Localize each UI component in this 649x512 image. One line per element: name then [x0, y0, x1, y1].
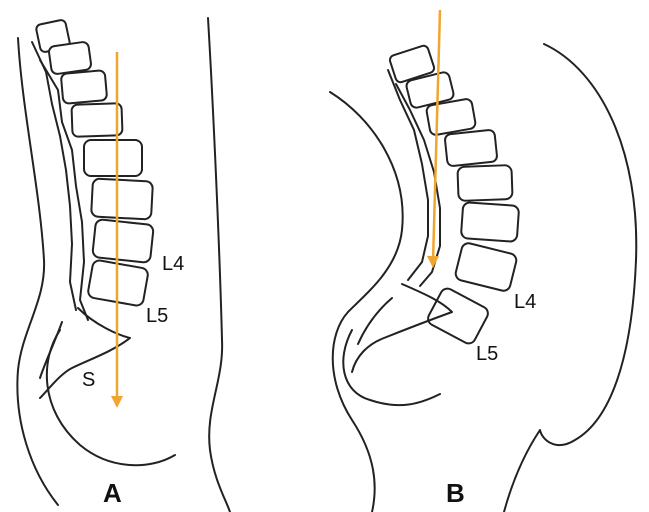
panel-b: L4 L5 B — [330, 10, 636, 512]
panel-a: L4 L5 S A — [17, 18, 230, 512]
panel-b-vertebra — [461, 202, 519, 242]
panel-a-label-l4: L4 — [162, 253, 184, 275]
panel-b-label-l4: L4 — [514, 291, 536, 313]
panel-b-vertebra — [457, 165, 512, 201]
panel-a-vertebral-column — [32, 19, 154, 398]
panel-a-label-s: S — [82, 369, 95, 391]
panel-b-vertebra — [444, 129, 497, 166]
panel-a-vertebra — [71, 103, 122, 137]
panel-a-label-l5: L5 — [146, 305, 168, 327]
panel-b-gluteal-outline — [343, 330, 440, 405]
panel-a-vertebra — [92, 219, 154, 263]
panel-a-vertebra — [48, 41, 92, 74]
panel-a-letter: A — [103, 478, 122, 508]
panel-a-back-outline — [17, 38, 58, 505]
panel-a-front-outline — [208, 18, 230, 512]
panel-a-vertebra — [91, 178, 153, 219]
panel-b-front-outline — [504, 44, 636, 512]
panel-b-letter: B — [446, 478, 465, 508]
panel-a-vertebra — [61, 70, 107, 104]
panel-a-vertebra — [84, 140, 142, 176]
panel-b-back-outline — [330, 92, 403, 512]
panel-a-sacrum — [40, 322, 62, 378]
panel-b-label-l5: L5 — [476, 343, 498, 365]
panel-b-vertebra — [426, 286, 491, 346]
panel-b-vertebra — [454, 242, 518, 292]
